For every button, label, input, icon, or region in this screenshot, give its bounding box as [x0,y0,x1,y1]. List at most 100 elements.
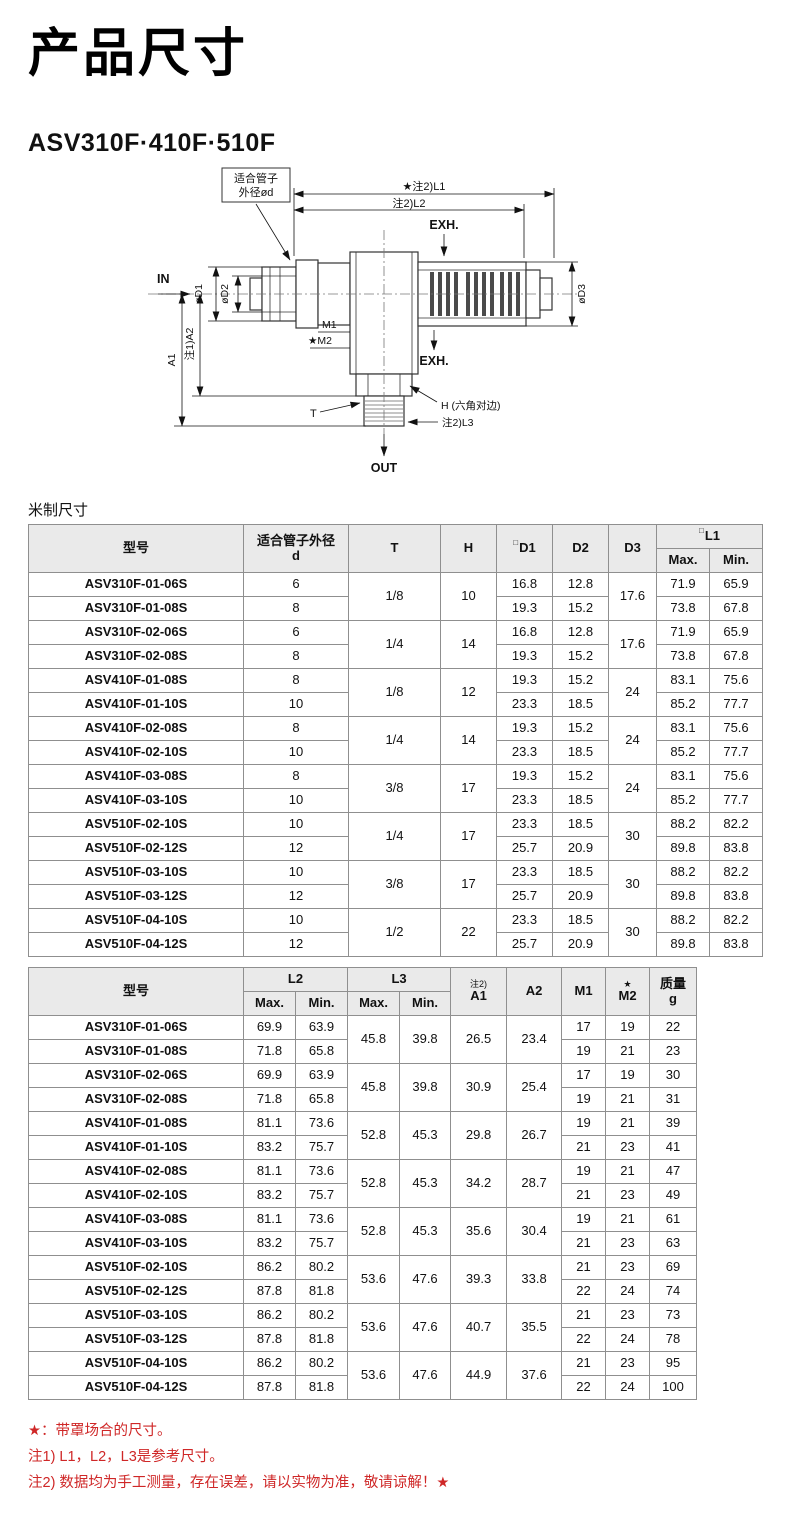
header-l3-max: Max. [347,991,401,1017]
model-cell: ASV410F-01-10S [28,1135,244,1161]
l1-min-cell: 65.9 [708,620,764,646]
model-cell: ASV310F-01-08S [28,596,244,622]
d1-cell: 19.3 [496,716,553,742]
m1-cell: 21 [561,1351,607,1377]
d2-cell: 20.9 [552,932,609,958]
m1-cell: 19 [561,1207,607,1233]
a2-dim-label: 注1)A2 [183,328,196,361]
dimension-lines [158,188,578,457]
a1-dim-label: A1 [166,354,178,367]
d3-cell: 30 [608,860,657,910]
h-cell: 17 [440,860,497,910]
hex-dim-label: H (六角对边) [441,399,501,412]
l1-min-cell: 75.6 [708,668,764,694]
tube-od-cell: 12 [243,884,349,910]
d2-cell: 15.2 [552,668,609,694]
m2-dim-label: ★M2 [308,335,332,347]
model-cell: ASV410F-01-08S [28,1111,244,1137]
l3-max-cell: 45.8 [347,1015,401,1065]
m1-cell: 21 [561,1303,607,1329]
m1-cell: 21 [561,1135,607,1161]
model-cell: ASV310F-02-06S [28,620,244,646]
h-cell: 14 [440,716,497,766]
thread-t-cell: 1/2 [348,908,441,958]
footnote-note2: 注2) 数据均为手工测量，存在误差，请以实物为准，敬请谅解！★ [28,1475,450,1492]
d2-cell: 12.8 [552,572,609,598]
d1-cell: 23.3 [496,812,553,838]
l2-max-cell: 86.2 [243,1303,296,1329]
centerlines [148,230,580,435]
l1-max-cell: 85.2 [656,692,710,718]
d2-cell: 15.2 [552,644,609,670]
l3-min-cell: 45.3 [399,1207,452,1257]
mass-cell: 49 [649,1183,698,1209]
thread-t-cell: 1/4 [348,716,441,766]
m1-cell: 21 [561,1183,607,1209]
d2-cell: 12.8 [552,620,609,646]
model-cell: ASV410F-02-08S [28,716,244,742]
d2-cell: 18.5 [552,788,609,814]
l2-min-cell: 73.6 [294,1111,349,1137]
l1-min-cell: 83.8 [708,836,764,862]
model-series-heading: ASV310F·410F·510F [28,129,276,158]
m2-cell: 19 [605,1063,651,1089]
table1-header-row1: 型号 适合管子外径 d T H □D1 D2 D3 □L1 [28,524,764,574]
header-h: H [440,524,497,574]
d1-cell: 19.3 [496,644,553,670]
header-a1: 注2) A1 [450,967,508,1017]
d1-cell: 16.8 [496,572,553,598]
out-label: OUT [371,461,398,475]
d3-cell: 17.6 [608,572,657,622]
tube-od-cell: 8 [243,668,349,694]
d2-cell: 15.2 [552,764,609,790]
footnote-note1: 注1) L1，L2，L3是参考尺寸。 [28,1449,224,1466]
m2-cell: 23 [605,1183,651,1209]
m1-cell: 17 [561,1063,607,1089]
l2-min-cell: 65.8 [294,1087,349,1113]
header-model: 型号 [28,524,244,574]
l3-max-cell: 45.8 [347,1063,401,1113]
h-cell: 17 [440,812,497,862]
l1-note-mark: □ [699,526,704,536]
l2-max-cell: 71.8 [243,1039,296,1065]
header-m2: ★ M2 [605,967,651,1017]
l3-min-cell: 47.6 [399,1351,452,1401]
model-cell: ASV510F-04-12S [28,1375,244,1401]
model-cell: ASV510F-02-12S [28,836,244,862]
m1-cell: 21 [561,1231,607,1257]
d1-cell: 23.3 [496,788,553,814]
l1-max-cell: 88.2 [656,812,710,838]
l1-max-cell: 73.8 [656,644,710,670]
header-t: T [348,524,441,574]
mass-cell: 95 [649,1351,698,1377]
a1-cell: 44.9 [450,1351,508,1401]
model-cell: ASV310F-02-06S [28,1063,244,1089]
m2-cell: 21 [605,1039,651,1065]
l2-max-cell: 81.1 [243,1111,296,1137]
mass-cell: 30 [649,1063,698,1089]
l2-min-cell: 80.2 [294,1351,349,1377]
a1-cell: 34.2 [450,1159,508,1209]
l1-min-cell: 82.2 [708,812,764,838]
tube-od-cell: 10 [243,740,349,766]
model-cell: ASV310F-02-08S [28,644,244,670]
m2-cell: 23 [605,1351,651,1377]
header-mass: 质量 g [649,967,698,1017]
l1-min-cell: 77.7 [708,692,764,718]
d3-cell: 30 [608,812,657,862]
a2-cell: 33.8 [506,1255,563,1305]
l2-max-cell: 87.8 [243,1327,296,1353]
l3-min-cell: 47.6 [399,1255,452,1305]
